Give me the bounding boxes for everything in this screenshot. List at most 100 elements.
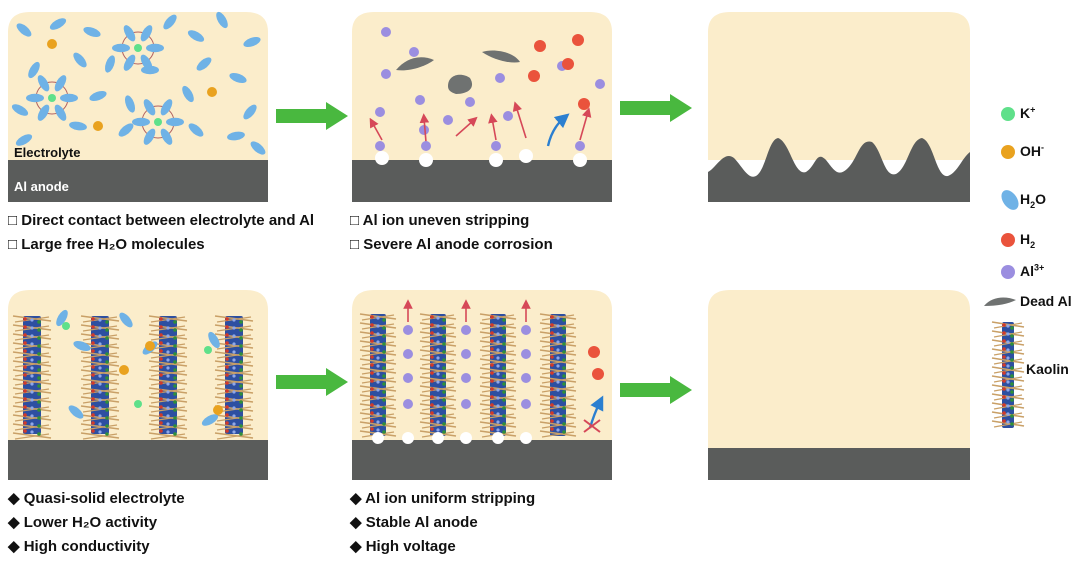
- kaolin-bond: [82, 352, 118, 359]
- kaolin-bond: [216, 415, 252, 422]
- kaolin-atom: [436, 420, 440, 424]
- kaolin-atom: [173, 392, 177, 396]
- kaolin-atom: [370, 411, 374, 415]
- kaolin-atom: [105, 384, 109, 388]
- bullet-text: Direct contact between electrolyte and A…: [21, 212, 315, 229]
- kaolin-atom: [225, 317, 229, 321]
- aluminum-ion: [419, 125, 429, 135]
- kaolin-sheet: [359, 313, 397, 438]
- legend-sup: 3+: [1034, 262, 1045, 273]
- panel-top-left: [8, 11, 268, 202]
- electrolyte-region: [708, 12, 970, 160]
- kaolin-bond: [991, 375, 1025, 382]
- kaolin-bond: [421, 341, 455, 348]
- kaolin-atom: [502, 334, 506, 338]
- diamond-icon: ◆: [8, 490, 24, 507]
- hydrogen-bubble: [562, 58, 574, 70]
- water-molecule: [227, 131, 245, 141]
- kaolin-atom: [1002, 371, 1006, 375]
- kaolin-bond: [539, 430, 577, 437]
- kaolin-atom: [91, 365, 95, 369]
- kaolin-bond: [541, 368, 575, 375]
- kaolin-atom: [496, 428, 500, 432]
- water-molecule: [124, 95, 136, 113]
- kaolin-atom: [232, 350, 236, 354]
- kaolin-atom: [105, 432, 109, 436]
- kaolin-atom: [173, 424, 177, 428]
- kaolin-atom: [376, 404, 380, 408]
- kaolin-atom: [239, 400, 243, 404]
- kaolin-atom: [562, 390, 566, 394]
- kaolin-atom: [166, 398, 170, 402]
- kaolin-sheet: [419, 313, 457, 438]
- panel-top-right: [708, 12, 970, 202]
- legend-label-al: Al3+: [1020, 263, 1044, 279]
- kaolin-atom: [1006, 372, 1010, 376]
- kaolin-bond: [419, 376, 457, 383]
- kaolin-atom: [376, 348, 380, 352]
- kaolin-atom: [556, 372, 560, 376]
- kaolin-atom: [232, 318, 236, 322]
- diamond-icon: ◆: [350, 490, 366, 507]
- kaolin-atom: [496, 348, 500, 352]
- kaolin-atom: [225, 349, 229, 353]
- kaolin-atom: [376, 412, 380, 416]
- kaolin-atom: [239, 424, 243, 428]
- kaolin-atom: [239, 320, 243, 324]
- water-molecule: [37, 75, 50, 92]
- water-molecule: [89, 90, 107, 102]
- kaolin-atom: [105, 400, 109, 404]
- void-site: [492, 432, 504, 444]
- kaolin-bond: [214, 378, 254, 385]
- kaolin-atom: [436, 428, 440, 432]
- aluminum-ion: [403, 399, 413, 409]
- kaolin-bond: [80, 423, 120, 430]
- kaolin-bond: [12, 432, 52, 439]
- kaolin-atom: [1002, 387, 1006, 391]
- kaolin-atom: [436, 372, 440, 376]
- kaolin-atom: [550, 315, 554, 319]
- aluminum-ion: [461, 399, 471, 409]
- legend-label-kaolin: Kaolin: [1026, 361, 1069, 377]
- kaolin-atom: [436, 324, 440, 328]
- kaolin-atom: [30, 358, 34, 362]
- kaolin-bond: [541, 341, 575, 348]
- dead-al-flake: [448, 74, 473, 94]
- kaolin-bond: [14, 343, 50, 350]
- kaolin-bond: [419, 358, 457, 365]
- kaolin-atom: [225, 397, 229, 401]
- kaolin-bond: [541, 431, 575, 438]
- kaolin-bond: [359, 376, 397, 383]
- water-molecule: [73, 340, 91, 352]
- kaolin-atom: [159, 429, 163, 433]
- kaolin-bond: [214, 423, 254, 430]
- kaolin-atom: [376, 364, 380, 368]
- kaolin-atom: [430, 347, 434, 351]
- al-anode-label: Al anode: [14, 179, 69, 194]
- kaolin-atom: [173, 416, 177, 420]
- panel-bottom-mid: [352, 290, 612, 480]
- water-molecule: [112, 43, 130, 53]
- kaolin-bond: [481, 413, 515, 420]
- kaolin-atom: [173, 344, 177, 348]
- bullet-item: □ Severe Al anode corrosion: [350, 236, 553, 254]
- kaolin-atom: [1006, 348, 1010, 352]
- kaolin-atom: [370, 371, 374, 375]
- kaolin-atom: [37, 320, 41, 324]
- kaolin-atom: [1010, 406, 1014, 410]
- stripping-ions: [369, 27, 605, 167]
- kaolin-bond: [481, 350, 515, 357]
- kaolin-atom: [30, 406, 34, 410]
- kaolin-atom: [91, 397, 95, 401]
- kaolin-atom: [91, 429, 95, 433]
- kaolin-atom: [382, 398, 386, 402]
- electrolyte-region: [708, 290, 970, 448]
- kaolin-atom: [370, 331, 374, 335]
- blocked-mark: [583, 419, 601, 433]
- kaolin-atom: [496, 412, 500, 416]
- water-molecule: [160, 128, 173, 145]
- potassium-ion: [134, 400, 142, 408]
- hollow-square-icon: □: [8, 236, 22, 253]
- kaolin-atom: [225, 429, 229, 433]
